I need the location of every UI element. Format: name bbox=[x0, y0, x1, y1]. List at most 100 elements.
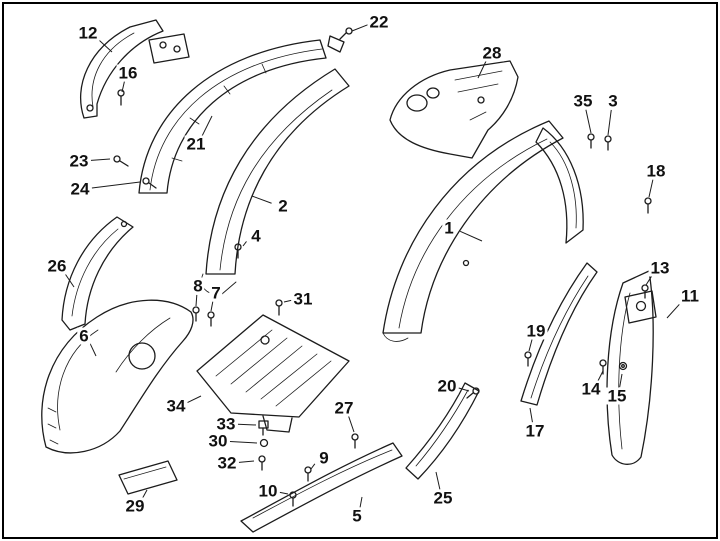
part-shape-12 bbox=[80, 19, 190, 119]
leader-line-26 bbox=[64, 272, 75, 288]
screw-14-icon bbox=[599, 359, 607, 375]
part-shape-5 bbox=[240, 442, 403, 533]
leader-line-33 bbox=[237, 423, 257, 426]
part-callout-27: 27 bbox=[332, 398, 356, 418]
leader-line-4 bbox=[242, 241, 247, 247]
part-callout-14: 14 bbox=[579, 379, 603, 399]
leader-line-1 bbox=[459, 230, 483, 242]
leader-line-28 bbox=[477, 60, 487, 79]
leader-line-17 bbox=[529, 407, 533, 423]
part-callout-13: 13 bbox=[648, 258, 672, 278]
leader-line-8 bbox=[195, 294, 198, 307]
screw-23-icon bbox=[113, 155, 129, 167]
part-callout-8: 8 bbox=[191, 276, 205, 296]
leader-line-24 bbox=[91, 181, 141, 189]
screw-24-icon bbox=[142, 177, 157, 189]
leader-line-6 bbox=[89, 343, 97, 357]
leader-line-7 bbox=[210, 301, 214, 312]
part-callout-34: 34 bbox=[164, 396, 188, 416]
fasteners bbox=[113, 27, 652, 507]
screw-18-icon bbox=[644, 197, 652, 214]
part-callout-29: 29 bbox=[123, 496, 147, 516]
leader-line-12 bbox=[97, 38, 113, 53]
part-shape-29 bbox=[118, 460, 178, 495]
part-callout-28: 28 bbox=[480, 43, 504, 63]
part-callout-26: 26 bbox=[45, 256, 69, 276]
leader-line-22 bbox=[351, 24, 368, 32]
leader-line-19 bbox=[528, 339, 533, 352]
part-callout-5: 5 bbox=[350, 506, 364, 526]
leader-line-9 bbox=[310, 463, 316, 470]
part-callout-21: 21 bbox=[184, 134, 208, 154]
screw-7-icon bbox=[207, 311, 215, 327]
part-callout-31: 31 bbox=[291, 289, 315, 309]
part-callout-19: 19 bbox=[524, 321, 548, 341]
screw-19-icon bbox=[524, 351, 532, 367]
part-callout-20: 20 bbox=[435, 376, 459, 396]
leader-line-10 bbox=[279, 491, 289, 495]
leader-line-16 bbox=[121, 81, 125, 93]
part-callout-4: 4 bbox=[249, 226, 263, 246]
part-callout-32: 32 bbox=[215, 453, 239, 473]
part-callout-1: 1 bbox=[442, 218, 456, 238]
leader-line-11 bbox=[666, 301, 682, 319]
part-callout-35: 35 bbox=[571, 91, 595, 111]
part-callout-18: 18 bbox=[644, 161, 668, 181]
screw-10-icon bbox=[289, 491, 297, 507]
washer-15-icon bbox=[618, 361, 628, 371]
part-callout-16: 16 bbox=[116, 63, 140, 83]
leader-line-15 bbox=[619, 373, 623, 388]
part-callout-2: 2 bbox=[276, 196, 290, 216]
part-callout-6: 6 bbox=[77, 326, 91, 346]
part-callout-22: 22 bbox=[367, 12, 391, 32]
screw-4-icon bbox=[234, 243, 242, 259]
part-callout-11: 11 bbox=[679, 286, 701, 306]
leader-line-30 bbox=[229, 440, 258, 444]
screw-20-icon bbox=[466, 387, 480, 399]
screw-13-icon bbox=[641, 284, 649, 299]
bolt-33-icon bbox=[258, 420, 269, 436]
screw-3-icon bbox=[604, 135, 612, 151]
screw-32-icon bbox=[258, 455, 266, 471]
leader-line-18 bbox=[648, 179, 654, 198]
leader-line-21 bbox=[201, 115, 213, 137]
part-shape-21 bbox=[138, 35, 345, 194]
leader-line-5 bbox=[359, 496, 363, 508]
part-callout-17: 17 bbox=[523, 421, 547, 441]
part-callout-7: 7 bbox=[209, 283, 223, 303]
leader-line-27 bbox=[348, 416, 355, 433]
part-callout-10: 10 bbox=[256, 481, 280, 501]
part-callout-24: 24 bbox=[68, 179, 92, 199]
leader-line-25 bbox=[435, 471, 441, 490]
part-shape-17 bbox=[520, 262, 598, 406]
leader-line-20 bbox=[458, 387, 470, 392]
screw-8-icon bbox=[192, 306, 200, 322]
part-callout-30: 30 bbox=[206, 431, 230, 451]
part-callout-3: 3 bbox=[606, 91, 620, 111]
part-callout-15: 15 bbox=[605, 386, 629, 406]
part-shape-34 bbox=[196, 314, 350, 433]
part-shape-28 bbox=[389, 60, 519, 159]
nut-30-icon bbox=[259, 438, 269, 448]
leader-line-14 bbox=[597, 370, 604, 382]
leader-line-31 bbox=[283, 299, 292, 303]
part-callout-23: 23 bbox=[67, 151, 91, 171]
screw-9-icon bbox=[304, 466, 312, 482]
part-callout-9: 9 bbox=[317, 448, 331, 468]
screw-31-icon bbox=[275, 299, 283, 316]
leader-line-23 bbox=[90, 158, 111, 161]
part-callout-12: 12 bbox=[76, 23, 100, 43]
part-callout-33: 33 bbox=[214, 414, 238, 434]
screw-27-icon bbox=[351, 433, 359, 449]
leader-line-32 bbox=[238, 460, 255, 463]
leader-line-34 bbox=[186, 395, 202, 404]
leader-line-3 bbox=[607, 109, 612, 136]
screw-16-icon bbox=[117, 89, 125, 106]
leader-line-29 bbox=[141, 489, 148, 500]
leader-line-2 bbox=[251, 195, 272, 204]
screw-35-icon bbox=[587, 133, 595, 149]
leader-line-35 bbox=[585, 109, 592, 134]
